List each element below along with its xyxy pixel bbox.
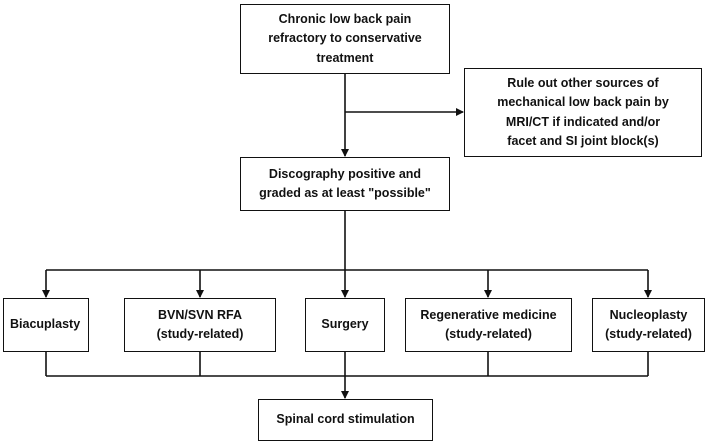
- option-surgery-label: Surgery: [321, 317, 369, 332]
- discography-box: Discography positive and graded as at le…: [240, 157, 450, 211]
- option-regenerative-label: Regenerative medicine: [420, 307, 557, 322]
- rule-out-line-1: Rule out other sources of: [507, 75, 659, 90]
- rule-out-line-4: facet and SI joint block(s): [507, 133, 659, 148]
- option-biacuplasty-box: Biacuplasty: [3, 298, 89, 352]
- option-biacuplasty-label: Biacuplasty: [10, 317, 81, 332]
- option-nucleoplasty-box: Nucleoplasty (study-related): [592, 298, 705, 352]
- option-bvn-rfa-note: (study-related): [156, 327, 244, 341]
- rule-out-box: Rule out other sources of mechanical low…: [464, 68, 702, 157]
- discography-line-2: graded as at least "possible": [259, 186, 431, 200]
- option-bvn-rfa-box: BVN/SVN RFA (study-related): [124, 298, 276, 352]
- start-line-1: Chronic low back pain: [278, 11, 412, 26]
- option-nucleoplasty-label: Nucleoplasty: [609, 307, 688, 322]
- start-box: Chronic low back pain refractory to cons…: [240, 4, 450, 74]
- option-nucleoplasty-note: (study-related): [605, 327, 692, 341]
- spinal-cord-stimulation-label: Spinal cord stimulation: [276, 412, 415, 427]
- rule-out-line-3: MRI/CT if indicated and/or: [505, 114, 661, 129]
- option-regenerative-note: (study-related): [445, 327, 532, 341]
- option-surgery-box: Surgery: [305, 298, 385, 352]
- start-line-2: refractory to conservative: [268, 31, 422, 46]
- rule-out-line-2: mechanical low back pain by: [497, 95, 669, 110]
- option-bvn-rfa-label: BVN/SVN RFA: [157, 307, 243, 322]
- option-regenerative-box: Regenerative medicine (study-related): [405, 298, 572, 352]
- spinal-cord-stimulation-box: Spinal cord stimulation: [258, 399, 433, 441]
- start-line-3: treatment: [316, 50, 374, 65]
- discography-line-1: Discography positive and: [268, 166, 422, 181]
